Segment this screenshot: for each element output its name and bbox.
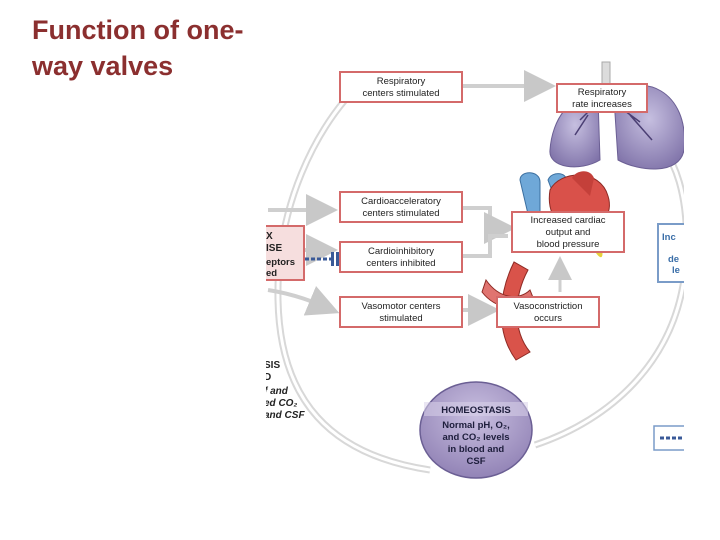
cardioacceleratory-box: Cardioacceleratory centers stimulated — [339, 191, 463, 223]
vasoconstriction-line-1: Vasoconstriction — [514, 301, 583, 312]
homeostasis-line-2: and CO₂ levels — [442, 432, 509, 443]
right-cut-line-2: de — [668, 254, 679, 265]
respiratory-centers-box: Respiratory centers stimulated — [339, 71, 463, 103]
respiratory-rate-line-2: rate increases — [572, 99, 632, 110]
cardiac-output-line-1: Increased cardiac — [531, 215, 606, 226]
homeostasis-line-1: Normal pH, O₂, — [442, 420, 510, 431]
left-cut-top-line-4: ed — [266, 268, 277, 279]
right-cut-line-1: Inc — [662, 232, 676, 243]
title-line-1: Function of one- — [32, 15, 244, 45]
respiratory-rate-box: Respiratory rate increases — [556, 83, 648, 113]
left-cut-bottom-line-4: ed CO₂ — [264, 398, 297, 409]
left-cut-bottom-line-2: D — [264, 372, 271, 383]
right-effect-box-cut: Inc de le — [657, 223, 684, 283]
title-line-2: way valves — [32, 51, 174, 81]
left-cut-top-line-3: eptors — [266, 257, 295, 268]
homeostasis-title: HOMEOSTASIS — [441, 405, 511, 416]
respiratory-centers-line-2: centers stimulated — [362, 88, 439, 99]
left-cut-top-line-1: X — [266, 231, 273, 242]
lungs-illustration — [549, 61, 684, 170]
cardioinhibitory-box: Cardioinhibitory centers inhibited — [339, 241, 463, 273]
homeostasis-oval: HOMEOSTASIS Normal pH, O₂, and CO₂ level… — [419, 381, 533, 479]
right-cut-line-3: le — [672, 265, 680, 276]
arrow-to-cardiac-output — [462, 206, 516, 244]
cardioacceleratory-line-1: Cardioacceleratory — [361, 196, 441, 207]
arrow-left-to-vasomotor — [267, 285, 340, 316]
vasomotor-line-1: Vasomotor centers — [361, 301, 440, 312]
left-cut-top-line-2: ISE — [266, 243, 282, 254]
vasomotor-box: Vasomotor centers stimulated — [339, 296, 463, 328]
cardioacceleratory-line-2: centers stimulated — [362, 208, 439, 219]
left-stimulus-box-cut: X ISE eptors ed — [266, 225, 305, 281]
arrow-from-cardioinhibitory — [462, 234, 508, 258]
cardioinhibitory-line-1: Cardioinhibitory — [368, 246, 434, 257]
respiratory-rate-line-1: Respiratory — [578, 87, 627, 98]
cardioinhibitory-line-2: centers inhibited — [366, 258, 435, 269]
cardiac-output-line-2: output and — [546, 227, 591, 238]
cardiac-output-box: Increased cardiac output and blood press… — [511, 211, 625, 253]
respiratory-centers-line-1: Respiratory — [377, 76, 426, 87]
homeostasis-line-3: in blood and — [448, 444, 505, 455]
vasoconstriction-box: Vasoconstriction occurs — [496, 296, 600, 328]
slide-title: Function of one- way valves — [32, 12, 292, 84]
left-cut-bottom-line-5: and CSF — [264, 410, 305, 421]
vasoconstriction-line-2: occurs — [534, 313, 562, 324]
left-imbalance-text-cut: SIS D f and ed CO₂ and CSF — [264, 360, 305, 421]
left-cut-bottom-line-3: f and — [264, 386, 289, 397]
vasomotor-line-2: stimulated — [379, 313, 422, 324]
left-cut-bottom-line-1: SIS — [264, 360, 280, 371]
cardiac-output-line-3: blood pressure — [537, 239, 600, 250]
homeostasis-line-4: CSF — [467, 456, 486, 467]
